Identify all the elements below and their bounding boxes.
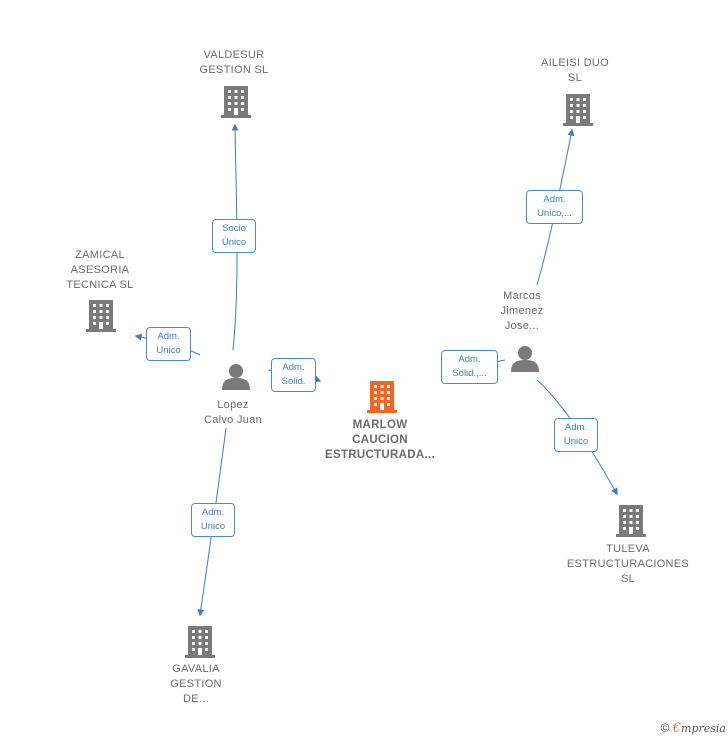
edge-label-socio-unico[interactable]: Socio Único	[212, 219, 256, 253]
building-icon[interactable]	[563, 94, 593, 126]
node-label-marlow[interactable]: MARLOW CAUCION ESTRUCTURADA...	[325, 419, 435, 461]
node-label-zamical[interactable]: ZAMICAL ASESORIA TECNICA SL	[66, 249, 134, 291]
node-label-valdesur[interactable]: VALDESUR GESTION SL	[199, 49, 269, 76]
building-icon[interactable]	[185, 626, 215, 658]
person-icon[interactable]	[222, 364, 250, 390]
empresia-logo[interactable]: €mpresia	[672, 721, 726, 736]
footer-brand: © €mpresia	[661, 721, 726, 736]
edge-label-adm-unico-gavalia[interactable]: Adm. Unico	[191, 503, 235, 537]
building-icon[interactable]	[616, 505, 646, 537]
node-label-aileisi[interactable]: AILEISI DUO SL	[540, 57, 610, 84]
copyright-icon: ©	[660, 721, 670, 735]
edge-label-adm-unico-aileisi[interactable]: Adm. Unico,...	[526, 190, 583, 224]
building-icon[interactable]	[86, 300, 116, 332]
building-icon[interactable]	[367, 381, 397, 413]
person-icon[interactable]	[511, 346, 539, 372]
node-label-gavalia[interactable]: GAVALIA GESTION DE...	[170, 663, 222, 705]
node-label-lopez[interactable]: Lopez Calvo Juan	[203, 399, 263, 426]
edge-label-adm-solid-marcos[interactable]: Adm. Solid.,...	[441, 350, 498, 384]
building-icon[interactable]	[221, 86, 251, 118]
node-label-tuleva[interactable]: TULEVA ESTRUCTURACIONES SL	[566, 543, 690, 585]
edge-label-adm-unico-tuleva[interactable]: Adm. Unico	[554, 418, 598, 452]
edge-label-adm-solid-lopez[interactable]: Adm. Solid.	[271, 358, 316, 392]
edge-label-adm-unico-zamical[interactable]: Adm. Unico	[146, 327, 191, 361]
node-label-marcos[interactable]: Marcos Jimenez Jose...	[500, 290, 544, 332]
